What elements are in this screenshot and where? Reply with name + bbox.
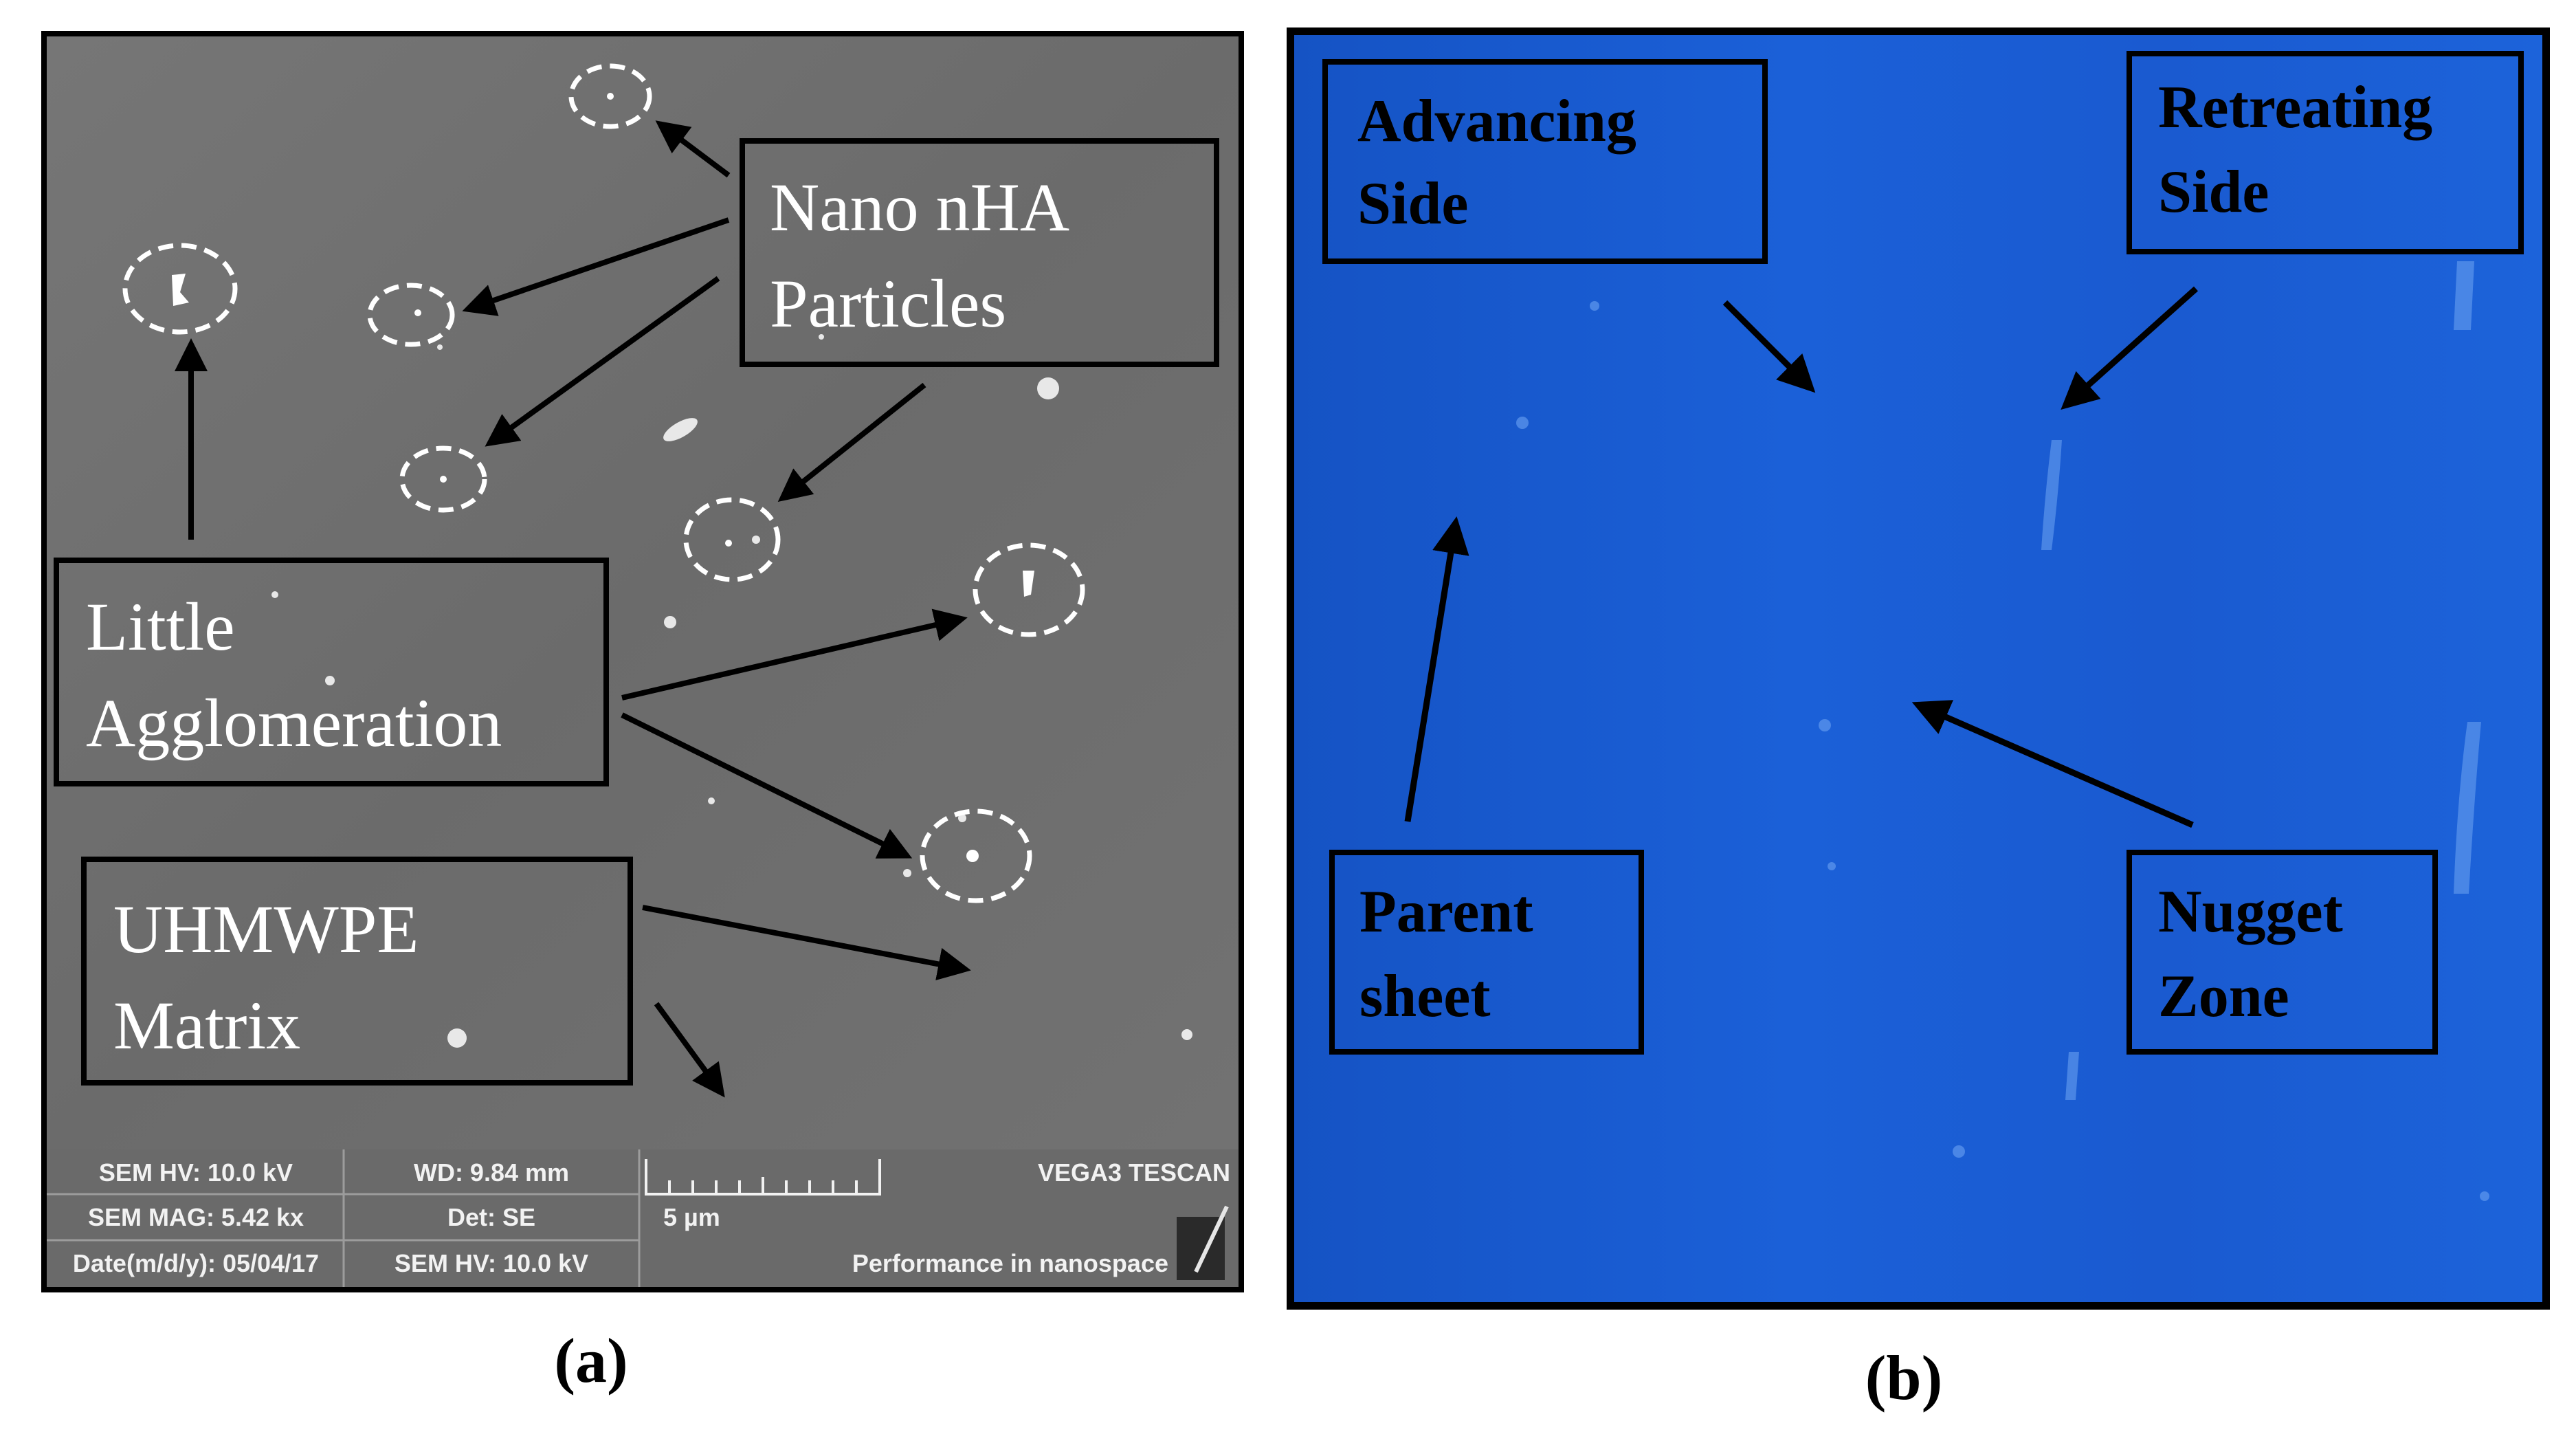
advancing-side-box bbox=[1322, 59, 1768, 264]
advancing-label-line2: Side bbox=[1357, 170, 1468, 237]
parent-label-line2: sheet bbox=[1359, 963, 1491, 1030]
sem-tagline-text: Performance in nanospace bbox=[852, 1249, 1168, 1277]
particle-circle-7 bbox=[920, 808, 1032, 903]
panel-b-blue-image: Advancing Side Retreating Side Parent sh… bbox=[1287, 27, 2550, 1310]
sem-wd-text: WD: 9.84 mm bbox=[414, 1158, 569, 1187]
nugget-label-line2: Zone bbox=[2158, 963, 2289, 1030]
arrow-little-3 bbox=[621, 712, 913, 859]
particle-dots bbox=[172, 93, 1034, 862]
sem-brand-text: VEGA3 TESCAN bbox=[1038, 1158, 1230, 1187]
particle-circle-6 bbox=[973, 542, 1085, 637]
sem-hv-text: SEM HV: 10.0 kV bbox=[99, 1158, 293, 1187]
retreating-side-box bbox=[2127, 51, 2524, 254]
particle-markers bbox=[122, 63, 1085, 903]
caption-b: (b) bbox=[1865, 1343, 1942, 1413]
nano-label-line2: Particles bbox=[770, 265, 1006, 342]
caption-a: (a) bbox=[554, 1325, 628, 1396]
blue-background bbox=[1294, 35, 2542, 1302]
panel-b-arrows bbox=[1404, 286, 2199, 828]
matrix-label-line1: UHMWPE bbox=[113, 891, 419, 967]
arrow-retreating bbox=[2061, 286, 2199, 410]
sem-specks bbox=[271, 334, 1192, 1048]
uhmwpe-matrix-box bbox=[81, 857, 633, 1086]
sem-mag-text: SEM MAG: 5.42 kx bbox=[88, 1203, 304, 1231]
arrow-parent bbox=[1404, 516, 1469, 822]
sem-date-text: Date(m/d/y): 05/04/17 bbox=[73, 1249, 319, 1277]
arrow-nano-1 bbox=[655, 120, 731, 178]
matrix-label-line2: Matrix bbox=[113, 987, 300, 1064]
particle-circle-1 bbox=[568, 63, 652, 129]
parent-label-line1: Parent bbox=[1359, 879, 1533, 945]
arrow-matrix-1 bbox=[642, 905, 971, 981]
little-agglomeration-box bbox=[54, 558, 609, 786]
panel-a-sem-image: Nano nHA Particles Little Agglomeration … bbox=[41, 31, 1244, 1292]
tescan-logo-icon bbox=[1177, 1205, 1229, 1280]
arrow-advancing bbox=[1722, 300, 1816, 393]
nano-particles-box bbox=[740, 138, 1219, 367]
particle-circle-3 bbox=[367, 283, 455, 347]
scale-bar bbox=[645, 1159, 881, 1196]
panel-a-arrows bbox=[175, 120, 971, 1098]
nugget-zone-box bbox=[2127, 850, 2438, 1055]
nugget-label-line1: Nugget bbox=[2158, 879, 2343, 945]
arrow-nano-3 bbox=[485, 276, 720, 447]
particle-circle-5 bbox=[683, 497, 781, 582]
nano-label-line1: Nano nHA bbox=[770, 169, 1069, 245]
sem-background bbox=[47, 36, 1239, 1149]
little-label-line2: Agglomeration bbox=[86, 685, 502, 761]
advancing-label-line1: Advancing bbox=[1357, 88, 1636, 155]
sem-hv2-text: SEM HV: 10.0 kV bbox=[395, 1249, 588, 1277]
particle-circle-2 bbox=[122, 243, 238, 335]
retreating-label-line1: Retreating bbox=[2158, 74, 2432, 141]
sem-scale-text: 5 µm bbox=[663, 1203, 720, 1231]
arrow-nano-2 bbox=[462, 217, 730, 316]
little-label-line1: Little bbox=[86, 588, 235, 665]
blue-specks bbox=[1516, 301, 2489, 1201]
particle-circle-4 bbox=[399, 445, 487, 513]
arrow-little-2 bbox=[621, 608, 968, 701]
blue-streaks bbox=[2041, 261, 2481, 1100]
sem-det-text: Det: SE bbox=[447, 1203, 535, 1231]
arrow-nano-4 bbox=[777, 382, 926, 502]
arrow-nugget bbox=[1911, 700, 2194, 828]
arrow-matrix-2 bbox=[654, 1002, 725, 1098]
sem-info-bar: SEM HV: 10.0 kV WD: 9.84 mm VEGA3 TESCAN… bbox=[47, 1149, 1239, 1287]
retreating-label-line2: Side bbox=[2158, 159, 2269, 225]
parent-sheet-box bbox=[1329, 850, 1644, 1055]
